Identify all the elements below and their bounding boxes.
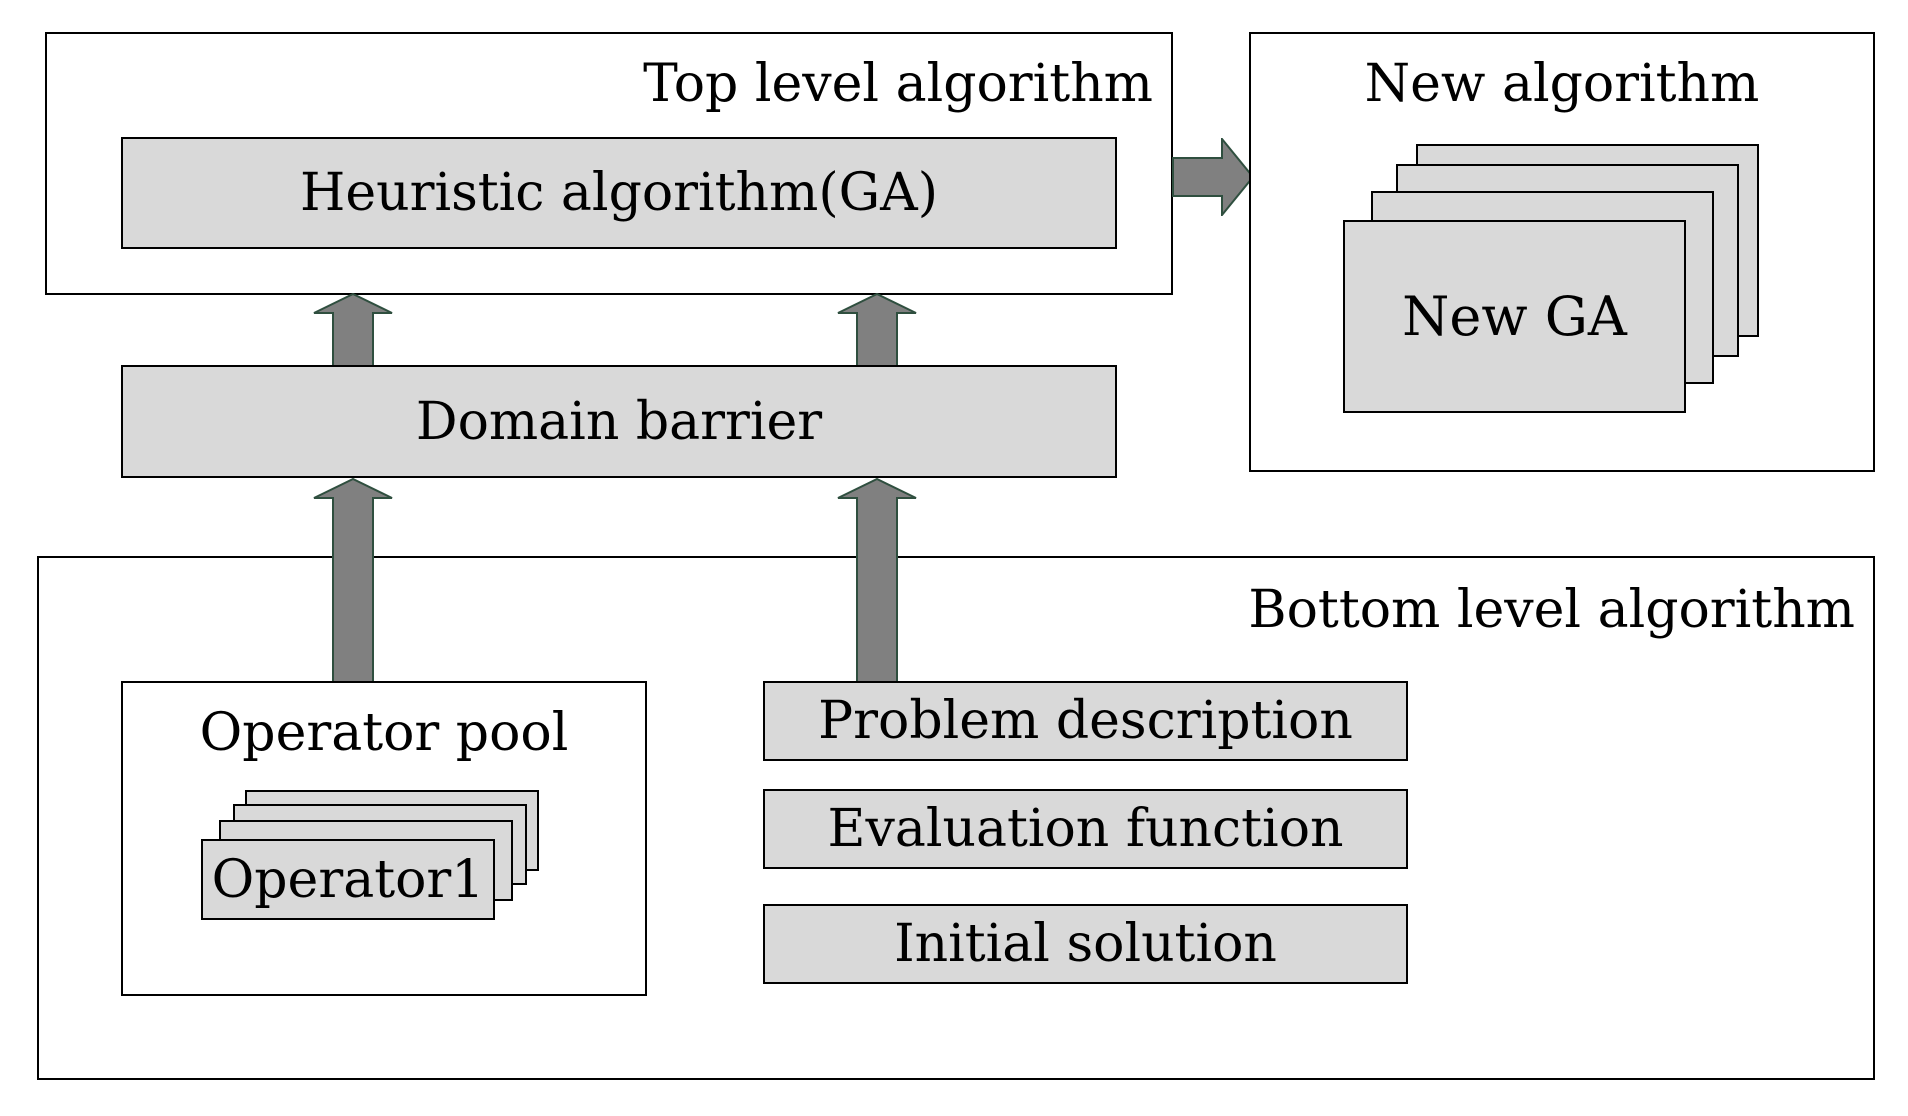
heuristic-algorithm-block: Heuristic algorithm(GA)	[121, 137, 1117, 249]
evaluation-function-label: Evaluation function	[827, 799, 1344, 859]
up-arrow-bottom-right	[837, 478, 917, 684]
operator-card-label: Operator1	[211, 849, 485, 910]
initial-solution-label: Initial solution	[894, 914, 1277, 974]
operator-pool-title: Operator pool	[199, 703, 569, 763]
operator-card: Operator1	[201, 839, 495, 920]
problem-description-block: Problem description	[763, 681, 1408, 761]
domain-barrier-label: Domain barrier	[415, 391, 823, 452]
heuristic-algorithm-label: Heuristic algorithm(GA)	[299, 163, 939, 223]
up-arrow-top-right	[837, 293, 917, 367]
top-level-algorithm-title: Top level algorithm	[643, 54, 1153, 114]
new-ga-card: New GA	[1343, 220, 1686, 413]
up-arrow-bottom-left	[313, 478, 393, 684]
new-algorithm-title: New algorithm	[1364, 54, 1760, 114]
domain-barrier-block: Domain barrier	[121, 365, 1117, 478]
initial-solution-block: Initial solution	[763, 904, 1408, 984]
bottom-level-algorithm-title: Bottom level algorithm	[1248, 580, 1855, 640]
right-arrow	[1172, 138, 1254, 216]
new-ga-label: New GA	[1402, 285, 1627, 348]
evaluation-function-block: Evaluation function	[763, 789, 1408, 869]
problem-description-label: Problem description	[818, 691, 1353, 751]
up-arrow-top-left	[313, 293, 393, 367]
